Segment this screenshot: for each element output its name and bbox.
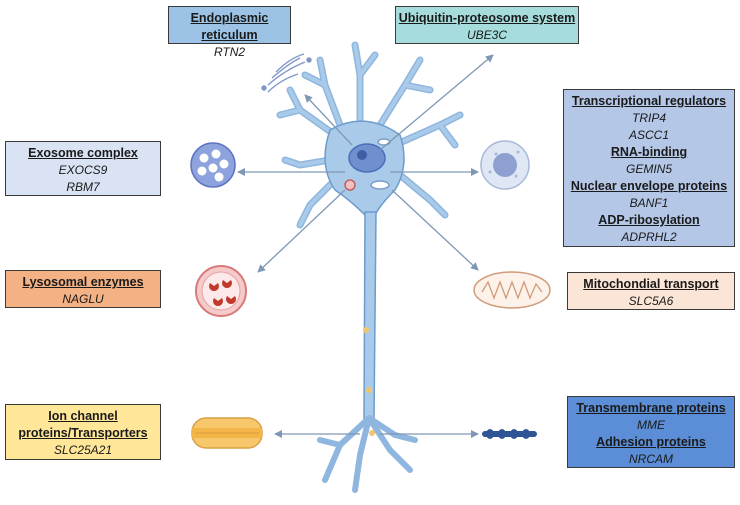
mitochondrion-icon — [473, 271, 551, 309]
exosome-gene: EXOCS9 — [58, 163, 108, 177]
mito-gene: SLC5A6 — [628, 294, 674, 308]
exosome-icon — [190, 142, 236, 188]
nuclear-envelope-heading: Nuclear envelope proteins — [570, 179, 728, 193]
lysosome-heading: Lysosomal enzymes — [22, 275, 144, 289]
transcriptional-regulators-heading: Transcriptional regulators — [571, 94, 727, 108]
er-box: Endoplasmic reticulum RTN2 — [168, 6, 291, 59]
mito-heading: Mitochondial transport — [583, 277, 719, 291]
gene-label: ADPRHL2 — [621, 230, 677, 244]
mito-box: Mitochondial transport SLC5A6 — [567, 272, 735, 310]
exosome-gene: RBM7 — [66, 180, 100, 194]
ion-channel-icon — [191, 417, 263, 449]
transmembrane-protein-icon — [482, 429, 537, 439]
transmembrane-heading: Transmembrane proteins — [576, 401, 726, 415]
neuron-icon — [276, 41, 464, 493]
gene-label: MME — [637, 418, 665, 432]
rna-binding-heading: RNA-binding — [610, 145, 688, 159]
ion-box: Ion channel proteins/Transporters SLC25A… — [5, 404, 161, 460]
er-gene: RTN2 — [213, 45, 246, 59]
exosome-heading: Exosome complex — [28, 146, 138, 160]
adp-ribosylation-heading: ADP-ribosylation — [598, 213, 700, 227]
lysosome-gene: NAGLU — [62, 292, 104, 306]
gene-label: ASCC1 — [628, 128, 669, 142]
nucleus-icon — [480, 140, 530, 190]
endoplasmic-reticulum-icon — [261, 53, 312, 93]
gene-label: GEMIN5 — [625, 162, 672, 176]
adhesion-heading: Adhesion proteins — [596, 435, 706, 449]
gene-label: NRCAM — [629, 452, 673, 466]
er-heading: Endoplasmic reticulum — [190, 11, 269, 42]
exosome-box: Exosome complex EXOCS9 RBM7 — [5, 141, 161, 196]
ion-gene: SLC25A21 — [53, 443, 113, 457]
lysosome-box: Lysosomal enzymes NAGLU — [5, 270, 161, 308]
ups-heading: Ubiquitin-proteosome system — [398, 11, 576, 25]
ups-box: Ubiquitin-proteosome system UBE3C — [395, 6, 579, 44]
ups-gene: UBE3C — [466, 28, 507, 42]
ion-heading: Ion channel proteins/Transporters — [18, 409, 148, 440]
gene-label: TRIP4 — [631, 111, 666, 125]
nuclear-functions-box: Transcriptional regulators TRIP4 ASCC1 R… — [563, 89, 735, 247]
lysosome-icon — [195, 265, 247, 317]
membrane-box: Transmembrane proteins MME Adhesion prot… — [567, 396, 735, 468]
gene-label: BANF1 — [629, 196, 669, 210]
